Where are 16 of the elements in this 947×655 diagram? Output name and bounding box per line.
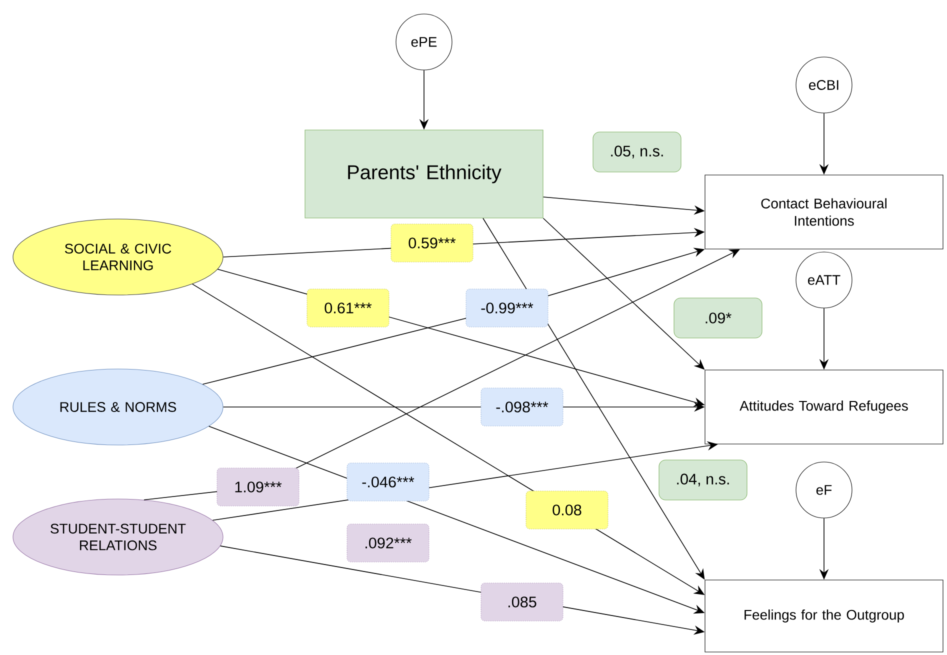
coefficient-label: 1.09*** [216, 468, 300, 506]
coefficient-label: 0.61*** [306, 288, 390, 328]
coefficient-label: .09* [674, 298, 762, 338]
variable-box: Attitudes Toward Refugees [704, 370, 944, 444]
coefficient-label: -.098*** [480, 388, 564, 426]
variable-box: Feelings for the Outgroup [704, 580, 944, 652]
coefficient-label: .04, n.s. [658, 460, 748, 500]
coefficient-label: .085 [480, 582, 564, 622]
coefficient-label: -0.99*** [466, 288, 548, 328]
coefficient-label: -.046*** [346, 462, 430, 502]
variable-box: Contact Behavioural Intentions [704, 174, 944, 250]
variable-box: Parents' Ethnicity [304, 130, 544, 218]
coefficient-label: 0.59*** [390, 224, 474, 262]
coefficient-label: 0.08 [526, 490, 608, 530]
coefficient-label: .092*** [346, 524, 430, 562]
coefficient-label: .05, n.s. [592, 132, 682, 172]
